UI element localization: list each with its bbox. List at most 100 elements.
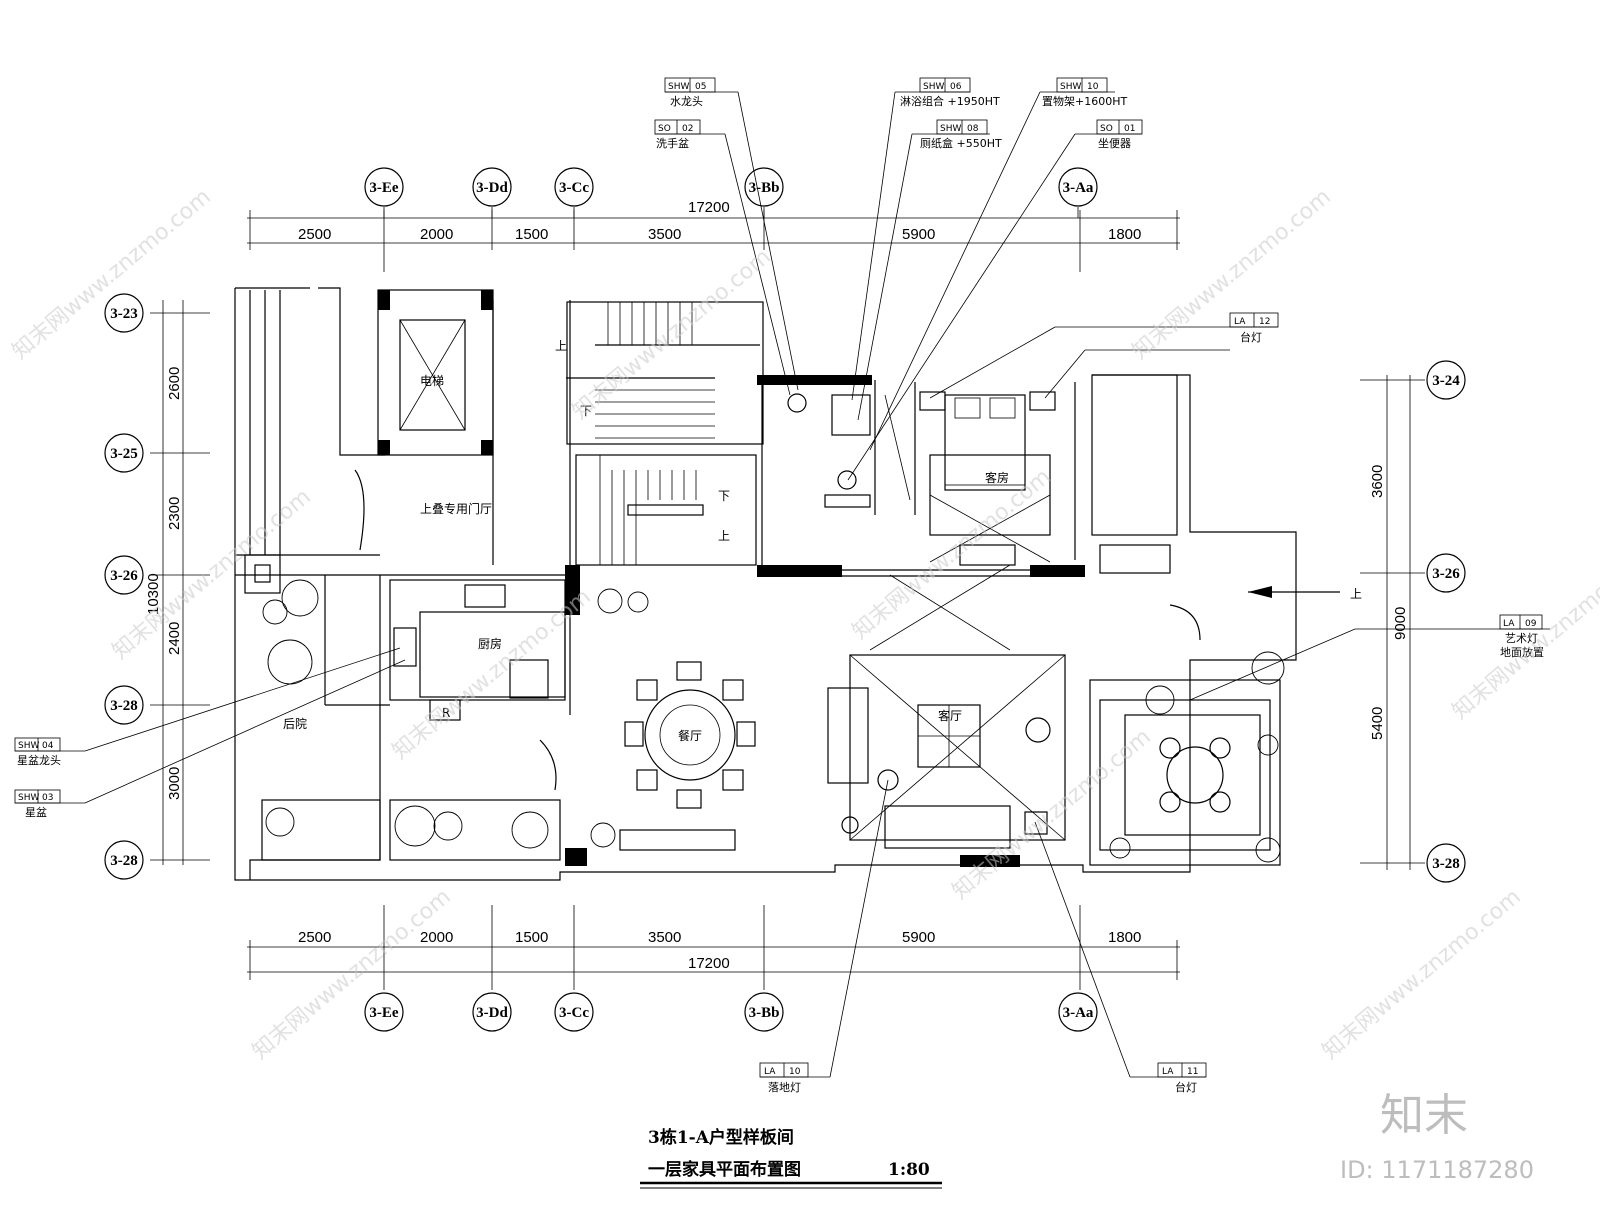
stair-upper: 上 下 xyxy=(555,301,764,445)
svg-text:知末网www.znzmo.com: 知末网www.znzmo.com xyxy=(1318,884,1526,1064)
svg-text:坐便器: 坐便器 xyxy=(1098,137,1131,150)
svg-text:SHW: SHW xyxy=(940,124,961,134)
left-total-dim: 10300 xyxy=(145,573,162,615)
axis-top-4: 3-Bb xyxy=(744,167,784,218)
svg-text:3-Cc: 3-Cc xyxy=(559,180,589,196)
svg-text:知末网www.znzmo.com: 知末网www.znzmo.com xyxy=(8,184,216,364)
svg-text:台灯: 台灯 xyxy=(1240,330,1262,344)
svg-text:LA: LA xyxy=(764,1067,776,1077)
axis-bottom-5: 3-Aa xyxy=(1058,992,1098,1032)
svg-text:SHW: SHW xyxy=(923,82,944,92)
top-dim-6: 1800 xyxy=(1108,226,1141,243)
svg-text:LA: LA xyxy=(1503,619,1515,629)
svg-text:知末网www.znzmo.com: 知末网www.znzmo.com xyxy=(1128,184,1336,364)
svg-text:3-26: 3-26 xyxy=(110,568,138,584)
svg-text:3-28: 3-28 xyxy=(110,698,138,714)
svg-text:3-28: 3-28 xyxy=(110,853,138,869)
svg-text:3-Cc: 3-Cc xyxy=(559,1005,589,1021)
axis-right-1: 3-24 xyxy=(1426,360,1466,400)
stair-lower: 下 上 xyxy=(575,454,757,566)
svg-text:洗手盆: 洗手盆 xyxy=(656,136,689,150)
bottom-dim-4: 3500 xyxy=(648,929,681,946)
svg-text:SHW: SHW xyxy=(668,82,689,92)
svg-text:SO: SO xyxy=(1100,124,1113,134)
right-dim-1: 3600 xyxy=(1369,465,1386,498)
left-dim-4: 3000 xyxy=(166,767,183,800)
svg-text:星盆: 星盆 xyxy=(25,805,47,819)
axis-top-2: 3-Dd xyxy=(472,167,512,218)
svg-text:3-Bb: 3-Bb xyxy=(749,1005,780,1021)
svg-text:LA: LA xyxy=(1234,317,1246,327)
svg-text:3-23: 3-23 xyxy=(110,306,138,322)
top-dim-4: 3500 xyxy=(648,226,681,243)
axis-left-5: 3-28 xyxy=(104,840,144,880)
dining-label: 餐厅 xyxy=(678,728,702,743)
svg-text:3-Dd: 3-Dd xyxy=(476,180,508,196)
svg-text:3-26: 3-26 xyxy=(1432,566,1460,582)
svg-text:LA: LA xyxy=(1162,1067,1174,1077)
callout-la10: LA 10 落地灯 xyxy=(759,779,889,1094)
svg-text:星盆龙头: 星盆龙头 xyxy=(17,753,61,767)
svg-text:厕纸盒 +550HT: 厕纸盒 +550HT xyxy=(920,136,1002,150)
top-dimension-chain: 17200 2500 2000 1500 3500 5900 1800 xyxy=(247,199,1180,272)
svg-text:3-24: 3-24 xyxy=(1432,373,1460,389)
svg-text:地面放置: 地面放置 xyxy=(1500,645,1544,659)
svg-text:3-Bb: 3-Bb xyxy=(749,180,780,196)
plant-shrubs xyxy=(262,579,1285,863)
svg-text:知末网www.znzmo.com: 知末网www.znzmo.com xyxy=(568,244,776,424)
svg-text:3-Aa: 3-Aa xyxy=(1063,1005,1094,1021)
drawing-scale: 1:80 xyxy=(888,1160,930,1180)
svg-text:上: 上 xyxy=(555,339,567,353)
left-dimension-chain: 2600 2300 10300 2400 3000 xyxy=(145,300,210,865)
top-dim-1: 2500 xyxy=(298,226,331,243)
axis-left-4: 3-28 xyxy=(104,685,144,725)
foyer-label: 上叠专用门厅 xyxy=(420,501,492,516)
svg-text:艺术灯: 艺术灯 xyxy=(1505,632,1538,645)
bottom-dimension-chain: 2500 2000 1500 3500 5900 1800 17200 xyxy=(247,905,1180,990)
axis-top-1: 3-Ee xyxy=(364,167,404,218)
svg-text:上: 上 xyxy=(718,529,730,543)
kitchen-label: 厨房 xyxy=(478,636,502,651)
drawing-title-line1: 3栋1-A户型样板间 xyxy=(648,1127,794,1148)
svg-text:04: 04 xyxy=(42,741,54,751)
axis-bottom-1: 3-Ee xyxy=(364,992,404,1032)
living-label: 客厅 xyxy=(938,708,962,723)
drawing-title-line2: 一层家具平面布置图 xyxy=(648,1159,801,1180)
svg-text:05: 05 xyxy=(695,82,706,92)
bottom-dim-1: 2500 xyxy=(298,929,331,946)
axis-right-3: 3-28 xyxy=(1426,843,1466,883)
svg-text:知末网www.znzmo.com: 知末网www.znzmo.com xyxy=(848,464,1056,644)
backyard-label: 后院 xyxy=(283,717,307,731)
svg-text:10: 10 xyxy=(789,1067,801,1077)
svg-text:下: 下 xyxy=(580,404,592,418)
svg-text:06: 06 xyxy=(950,82,962,92)
axis-bottom-2: 3-Dd xyxy=(472,992,512,1032)
svg-text:09: 09 xyxy=(1525,619,1537,629)
left-dim-2: 2300 xyxy=(166,497,183,530)
right-total-dim: 9000 xyxy=(1392,607,1409,640)
svg-text:10: 10 xyxy=(1087,82,1099,92)
bottom-dim-2: 2000 xyxy=(420,929,453,946)
svg-text:知末网www.znzmo.com: 知末网www.znzmo.com xyxy=(248,884,456,1064)
top-dim-5: 5900 xyxy=(902,226,935,243)
svg-text:01: 01 xyxy=(1124,124,1135,134)
svg-text:SHW: SHW xyxy=(18,793,39,803)
right-dimension-chain: 3600 9000 5400 xyxy=(1360,375,1425,870)
top-dim-3: 1500 xyxy=(515,226,548,243)
svg-text:下: 下 xyxy=(718,489,730,503)
elevator-label: 电梯 xyxy=(420,374,444,388)
axis-top-5: 3-Aa xyxy=(1058,167,1098,218)
callout-so01: SO 01 坐便器 xyxy=(847,119,1143,481)
axis-bottom-4: 3-Bb xyxy=(744,992,784,1032)
svg-text:11: 11 xyxy=(1187,1067,1198,1077)
svg-text:落地灯: 落地灯 xyxy=(768,1081,801,1094)
svg-text:3-25: 3-25 xyxy=(110,446,138,462)
left-dim-3: 2400 xyxy=(166,622,183,655)
svg-text:SO: SO xyxy=(658,124,671,134)
